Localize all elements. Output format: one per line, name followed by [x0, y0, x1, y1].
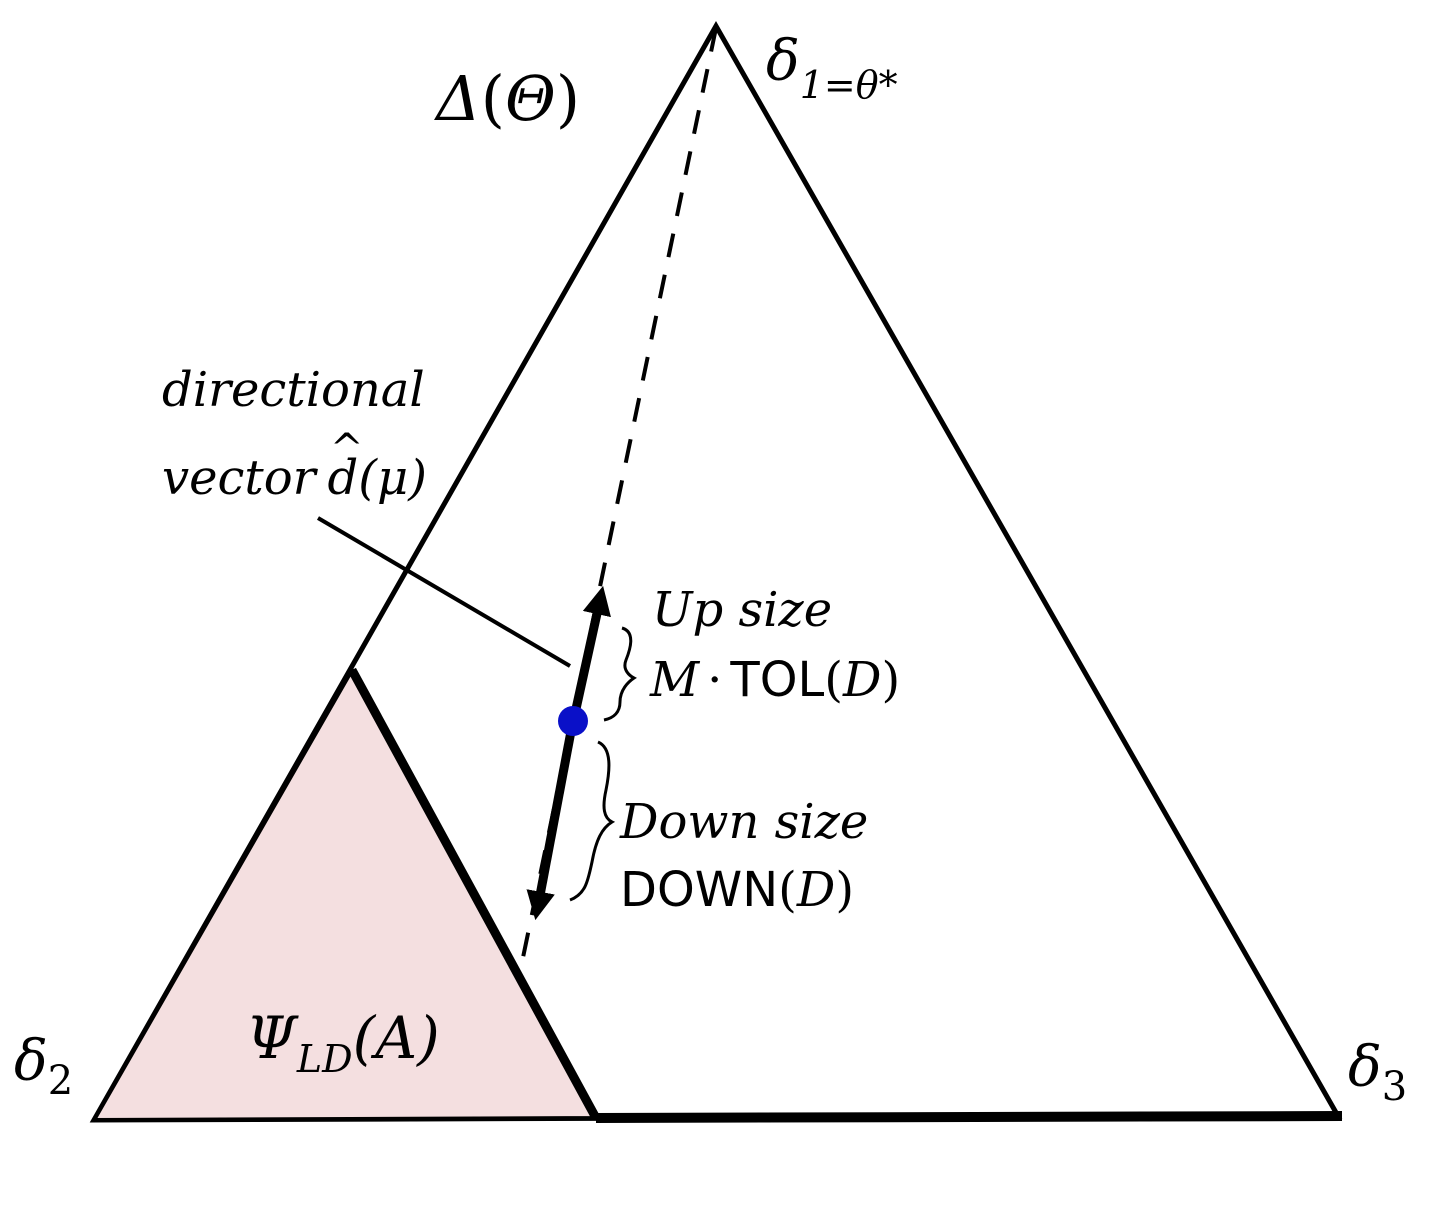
up-size-expr: M·TOL(D): [649, 652, 900, 708]
bottom-thick-edge: [595, 1111, 1343, 1123]
vertex-left-label: δ2: [14, 1029, 73, 1104]
directional-pointer-line: [316, 516, 572, 668]
down-arrow: [526, 725, 577, 921]
directional-label-line1: directional: [162, 362, 425, 418]
up-arrow: [569, 585, 611, 719]
directional-hat: ^: [330, 426, 364, 472]
simplex-label: Δ(Θ): [434, 62, 580, 135]
current-point: [558, 706, 588, 736]
up-brace: [603, 626, 637, 722]
down-brace: [569, 740, 616, 902]
region-label: ΨLD(A): [246, 1004, 440, 1081]
region-boundary-edge: [348, 667, 600, 1121]
vertex-right-label: δ3: [1348, 1035, 1407, 1110]
down-size-title: Down size: [619, 794, 868, 850]
vertex-top-label: δ1=θ*: [766, 29, 898, 107]
down-size-expr: DOWN(D): [620, 862, 854, 918]
up-size-title: Up size: [652, 582, 832, 638]
